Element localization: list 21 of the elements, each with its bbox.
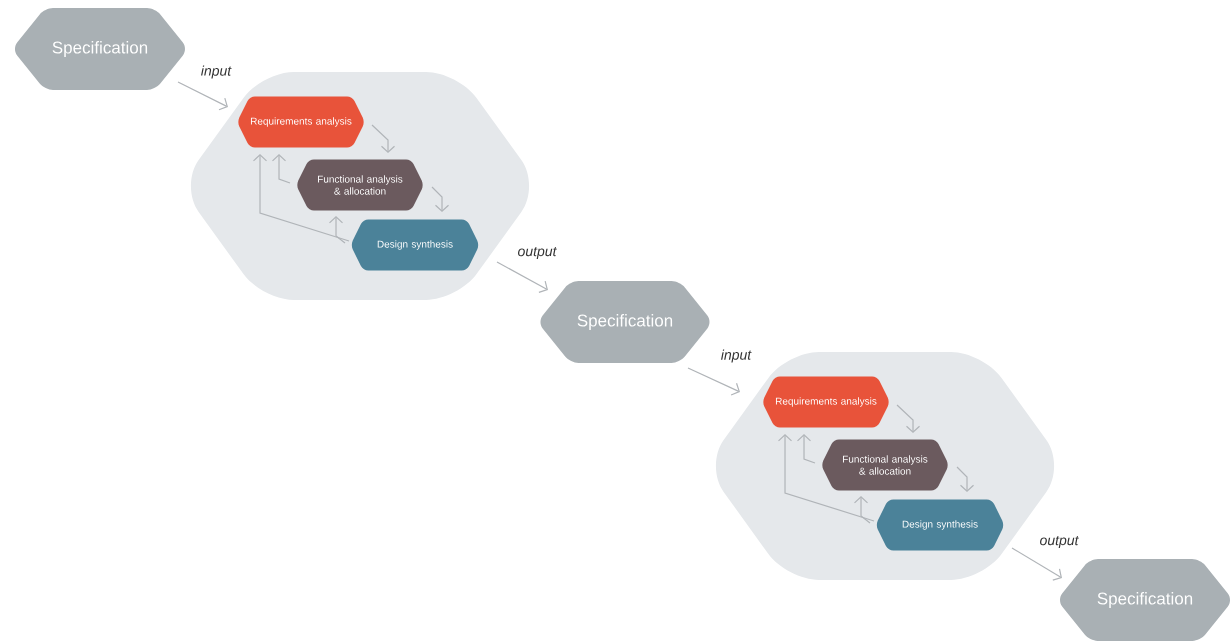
arrow [896,404,921,433]
spec-hexagon: Specification [540,281,710,363]
arrow [956,466,975,492]
arrow [252,154,350,242]
arrow [271,154,291,184]
edge-label: input [201,65,232,79]
spec-hexagon: Specification [15,8,185,90]
arrow [431,186,450,212]
arrow [796,434,816,464]
arrow [687,367,740,396]
arrow [177,81,228,111]
edge-label: input [721,349,752,363]
arrow [371,124,396,153]
spec-hexagon: Specification [1060,559,1230,641]
arrow [496,261,548,294]
edge-label: output [1040,536,1079,548]
arrow [328,216,346,244]
arrow [853,496,871,524]
edge-label: output [518,247,557,259]
arrow [1011,547,1062,581]
arrow [777,434,875,522]
